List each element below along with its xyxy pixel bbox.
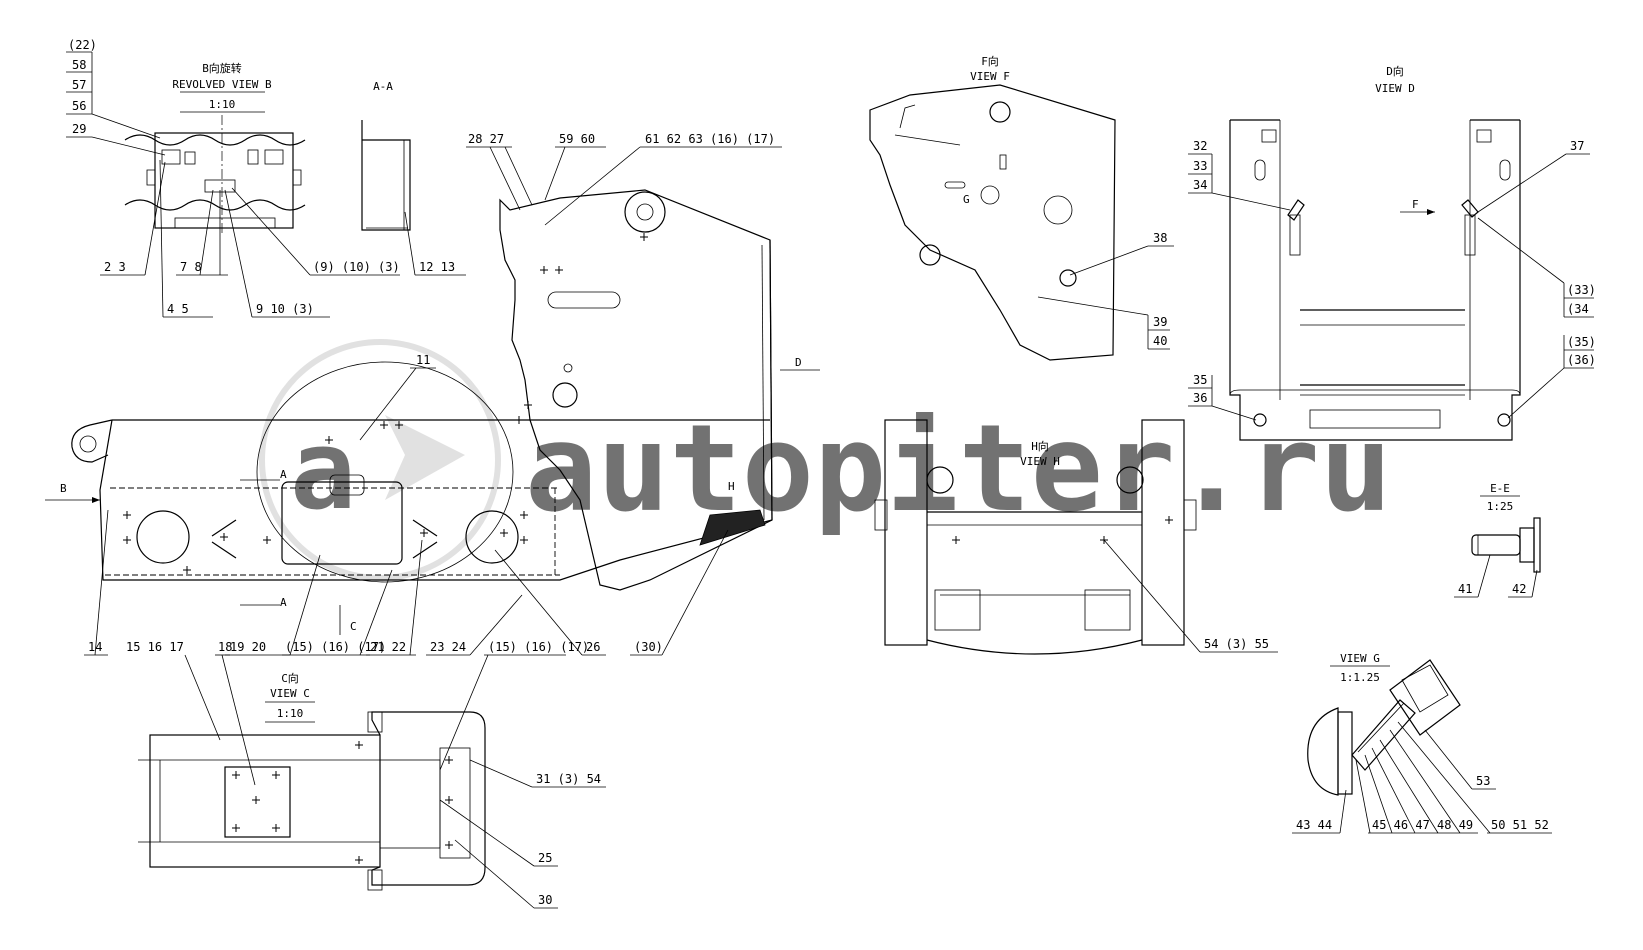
callout-7-8: 7 8 xyxy=(180,260,202,274)
view-f-title: VIEW F xyxy=(970,70,1010,83)
callout-37: 37 xyxy=(1570,139,1584,153)
callout-53: 53 xyxy=(1476,774,1490,788)
view-f: F向 VIEW F G 38 39 40 xyxy=(869,54,1174,361)
callout-9-10-3b: 9 10 (3) xyxy=(256,302,314,316)
section-e-e: E-E 1:25 41 42 xyxy=(1454,482,1541,598)
callout-18: 18 xyxy=(218,640,232,654)
marker-a-bottom: A xyxy=(280,596,287,609)
callout-34b: (34 xyxy=(1567,302,1589,316)
marker-a-top: A xyxy=(280,468,287,481)
revolved-view-b-title-cn: B向旋转 xyxy=(202,61,242,75)
section-e-e-scale: 1:25 xyxy=(1487,500,1514,513)
callout-56: 56 xyxy=(72,99,86,113)
callout-38: 38 xyxy=(1153,231,1167,245)
callout-4-5: 4 5 xyxy=(167,302,189,316)
revolved-view-b: B向旋转 REVOLVED VIEW B 1:10 (22) 58 57 56 … xyxy=(66,38,466,318)
callout-21-22: 21 22 xyxy=(370,640,406,654)
view-d-title-cn: D向 xyxy=(1386,64,1404,78)
callout-35b: (35) xyxy=(1567,335,1596,349)
callout-33b: (33) xyxy=(1567,283,1596,297)
view-c-scale: 1:10 xyxy=(277,707,304,720)
callout-43-44: 43 44 xyxy=(1296,818,1332,832)
callout-22: (22) xyxy=(68,38,97,52)
view-d: D向 VIEW D F 32 33 34 37 xyxy=(1188,64,1596,441)
callout-42: 42 xyxy=(1512,582,1526,596)
section-e-e-title: E-E xyxy=(1490,482,1510,495)
callout-15-16-17b: (15) (16) (17) xyxy=(285,640,386,654)
revolved-view-b-title: REVOLVED VIEW B xyxy=(172,78,272,91)
callout-40: 40 xyxy=(1153,334,1167,348)
callout-11: 11 xyxy=(416,353,430,367)
revolved-view-b-scale: 1:10 xyxy=(209,98,236,111)
callout-31-3-54: 31 (3) 54 xyxy=(536,772,601,786)
marker-d: D xyxy=(795,356,802,369)
callout-12-13: 12 13 xyxy=(419,260,455,274)
callout-2-3: 2 3 xyxy=(104,260,126,274)
callout-9-10-3a: (9) (10) (3) xyxy=(313,260,400,274)
view-f-title-cn: F向 xyxy=(981,54,999,68)
marker-h: H xyxy=(728,480,735,493)
view-g-title: VIEW G xyxy=(1340,652,1380,665)
callout-33: 33 xyxy=(1193,159,1207,173)
watermark-logo: a autopiter.ru xyxy=(259,339,1392,581)
callout-29: 29 xyxy=(72,122,86,136)
callout-15-16-17: 15 16 17 xyxy=(126,640,184,654)
marker-c: C xyxy=(350,620,357,633)
callout-23-24: 23 24 xyxy=(430,640,466,654)
callout-19-20: 19 20 xyxy=(230,640,266,654)
callout-50-52: 50 51 52 xyxy=(1491,818,1549,832)
callout-14: 14 xyxy=(88,640,102,654)
watermark-text: autopiter.ru xyxy=(525,400,1392,539)
view-h-title: VIEW H xyxy=(1020,455,1060,468)
callout-26: 26 xyxy=(586,640,600,654)
callout-61-group: 61 62 63 (16) (17) xyxy=(645,132,775,146)
view-h: H向 VIEW H 54 (3) 55 xyxy=(874,419,1278,655)
callout-58: 58 xyxy=(72,58,86,72)
callout-32: 32 xyxy=(1193,139,1207,153)
callout-36: 36 xyxy=(1193,391,1207,405)
callout-59-60: 59 60 xyxy=(559,132,595,146)
callout-39: 39 xyxy=(1153,315,1167,329)
view-d-title: VIEW D xyxy=(1375,82,1415,95)
view-g: VIEW G 1:1.25 53 43 44 45 46 47 48 49 50… xyxy=(1292,652,1552,834)
callout-35: 35 xyxy=(1193,373,1207,387)
view-c-title: VIEW C xyxy=(270,687,310,700)
main-view: A A B C D H 28 27 59 60 61 62 63 (16) (1… xyxy=(45,132,820,771)
callout-30: 30 xyxy=(538,893,552,907)
section-a-a-title: A-A xyxy=(373,80,393,93)
callout-28-27: 28 27 xyxy=(468,132,504,146)
callout-57: 57 xyxy=(72,78,86,92)
svg-text:a: a xyxy=(290,406,356,534)
view-g-scale: 1:1.25 xyxy=(1340,671,1380,684)
callout-36b: (36) xyxy=(1567,353,1596,367)
callout-45-49: 45 46 47 48 49 xyxy=(1372,818,1473,832)
marker-f: F xyxy=(1412,198,1419,211)
view-c: C向 VIEW C 1:10 18 31 (3 xyxy=(138,640,606,909)
section-a-a: A-A xyxy=(361,80,411,231)
callout-41: 41 xyxy=(1458,582,1472,596)
callout-25: 25 xyxy=(538,851,552,865)
callout-54-3-55: 54 (3) 55 xyxy=(1204,637,1269,651)
marker-b: B xyxy=(60,482,67,495)
callout-30a: (30) xyxy=(634,640,663,654)
view-h-title-cn: H向 xyxy=(1031,439,1049,453)
marker-g: G xyxy=(963,193,970,206)
bolt-glyphs xyxy=(123,233,648,574)
callout-15-16-17c: (15) (16) (17) xyxy=(488,640,589,654)
callout-34: 34 xyxy=(1193,178,1207,192)
view-c-title-cn: C向 xyxy=(281,671,299,685)
